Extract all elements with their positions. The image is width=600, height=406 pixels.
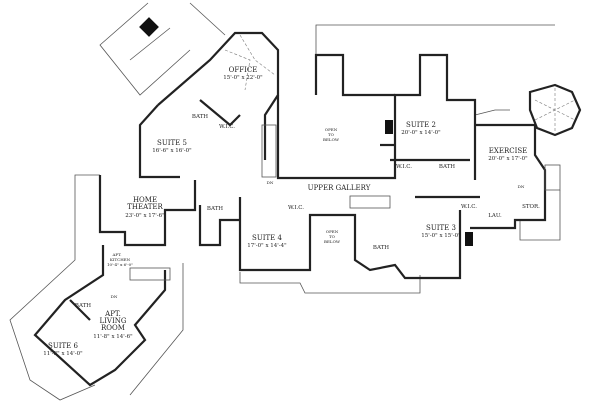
wic-label: W.I.C. xyxy=(461,204,477,210)
dn-label: DN xyxy=(267,180,274,185)
stairs xyxy=(129,124,561,281)
bath-label: BATH xyxy=(207,206,223,212)
exercise-size: 20'-0" x 17'-0" xyxy=(488,156,527,162)
bath-label: BATH xyxy=(75,303,91,309)
home-theater-size: 23'-0" x 17'-6" xyxy=(125,213,164,219)
suite4-size: 17'-0" x 14'-4" xyxy=(247,243,286,249)
apt-living-size: 11'-8" x 14'-6" xyxy=(93,334,132,340)
suite3-size: 15'-0" x 15'-0" xyxy=(421,233,460,239)
ceiling-lines xyxy=(224,34,576,132)
open-to-below-label: BELOW xyxy=(323,137,340,142)
chimney xyxy=(139,17,159,37)
suite6-size: 11'-8" x 14'-0" xyxy=(43,351,82,357)
wic-label: W.I.C. xyxy=(396,164,412,170)
office-size: 15'-0" x 22'-0" xyxy=(223,75,262,81)
open-to-below-label: OPEN xyxy=(326,229,339,234)
bath-label: BATH xyxy=(439,164,455,170)
apt-kitchen-label: KITCHEN xyxy=(110,257,131,262)
fireplace xyxy=(385,120,393,134)
home-theater-label: HOME xyxy=(133,196,157,204)
open-to-below-label: BELOW xyxy=(324,239,341,244)
home-theater-label: THEATER xyxy=(127,203,163,211)
suite2-label: SUITE 2 xyxy=(406,121,436,129)
apt-living-label: APT. xyxy=(104,310,121,318)
bath-label: BATH xyxy=(192,114,208,120)
office-label: OFFICE xyxy=(229,66,258,74)
exercise-label: EXERCISE xyxy=(489,147,528,155)
apt-kitchen-label: APT. xyxy=(112,252,122,257)
walls xyxy=(33,31,582,387)
lau-label: LAU. xyxy=(488,213,502,219)
wic-label: W.I.C. xyxy=(288,205,304,211)
suite5-label: SUITE 5 xyxy=(157,139,187,147)
dn-label: DN xyxy=(518,184,525,189)
suite2-size: 20'-0" x 14'-0" xyxy=(401,130,440,136)
open-to-below-label: TO xyxy=(328,132,335,137)
suite5-size: 16'-6" x 16'-0" xyxy=(152,148,191,154)
wic-label: W.I.C. xyxy=(219,124,235,130)
apt-living-label: ROOM xyxy=(101,324,125,332)
apt-kitchen-size: 10'-4" x 6'-0" xyxy=(107,262,133,267)
suite3-label: SUITE 3 xyxy=(426,224,456,232)
apt-living-label: LIVING xyxy=(100,317,127,325)
bath-label: BATH xyxy=(373,245,389,251)
suite4-label: SUITE 4 xyxy=(252,234,282,242)
open-to-below-label: OPEN xyxy=(325,127,338,132)
dn-label: DN xyxy=(111,294,118,299)
fireplace xyxy=(465,232,473,246)
upper-gallery-label: UPPER GALLERY xyxy=(308,184,371,192)
suite6-label: SUITE 6 xyxy=(48,342,78,350)
stor-label: STOR. xyxy=(522,204,540,210)
open-to-below-label: TO xyxy=(329,234,336,239)
roof-outlines xyxy=(9,2,561,401)
